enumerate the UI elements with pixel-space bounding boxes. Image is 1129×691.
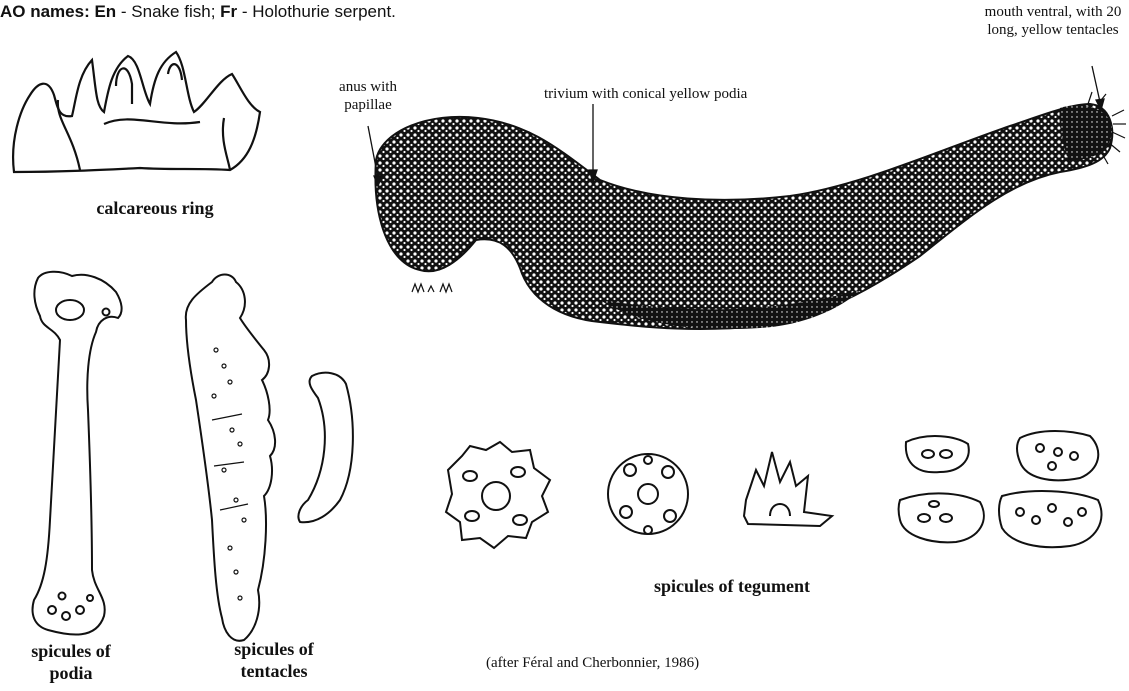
trivium-label: trivium with conical yellow podia (544, 86, 747, 103)
tentacle-spicules-label: spicules of tentacles (214, 638, 334, 682)
anus-label: anus with papillae (322, 78, 414, 114)
tentacle-spicule-drawing (186, 275, 353, 641)
tegument-spicule-drawing (446, 431, 1102, 548)
calcareous-ring-drawing (13, 52, 260, 172)
podia-spicule-drawing (33, 272, 122, 635)
calcareous-ring-label: calcareous ring (80, 198, 230, 219)
sea-cucumber-drawing (375, 92, 1126, 329)
podia-spicules-label: spicules of podia (16, 640, 126, 684)
tegument-spicules-label: spicules of tegument (654, 576, 810, 597)
mouth-label: mouth ventral, with 20 long, yellow tent… (979, 3, 1127, 39)
source-credit: (after Féral and Cherbonnier, 1986) (486, 655, 699, 672)
